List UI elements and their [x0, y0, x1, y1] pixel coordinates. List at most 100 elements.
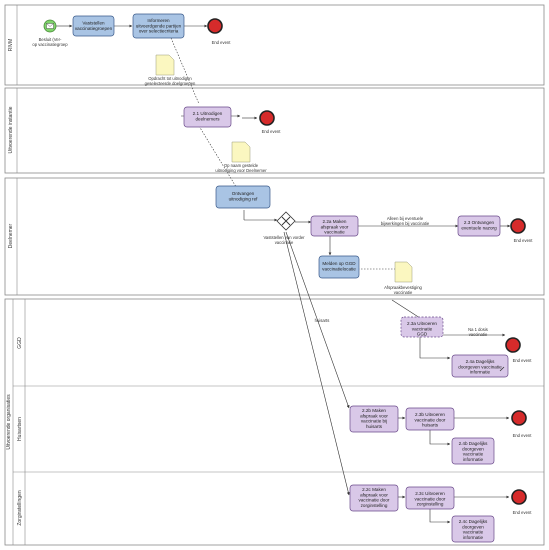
lane-uitvoerende-instantie: Uitvoerende instantie	[4, 87, 545, 174]
text-line: Opdracht tot uitnodigen	[148, 76, 192, 81]
text-line: 2.2a Maken	[322, 219, 346, 224]
text-line: geselecteerde doelgroepen	[145, 81, 196, 86]
end-event-ha-label: End event	[513, 433, 533, 438]
end-event-huisarts	[511, 410, 527, 426]
text-line: huisarts	[422, 423, 439, 428]
text-line: over selectiecriteria	[139, 29, 179, 34]
flow-label-huisarts: huisarts	[315, 318, 330, 323]
lane-label-uitvoerende-instantie: Uitvoerende instantie	[8, 106, 14, 153]
text-line: informatie	[463, 457, 484, 462]
end-event-rivm-label: End event	[212, 40, 232, 45]
start-event	[43, 19, 57, 33]
text-line: doorgeven vaccinatie	[458, 364, 502, 369]
text-line: 2.3c Uitvoeren	[415, 491, 445, 496]
text-line: vaccinatie	[412, 326, 433, 331]
text-line: vaccinatie	[324, 230, 345, 235]
lane-label-deelnemer: Deelnemer	[8, 223, 14, 248]
text-line: 2.4a Dagelijks	[466, 359, 496, 364]
end-event-ui-label: End event	[262, 129, 282, 134]
lane-label-zorginstellingen: Zorginstellingen	[17, 490, 23, 526]
text-line: zorginstelling	[361, 503, 388, 508]
text-line: Op naam gestelde	[224, 163, 259, 168]
text-line: afspraak voor	[360, 413, 388, 418]
text-line: GGD	[417, 332, 428, 337]
lane-uitvoerende-organisaties: Uitvoerende organisaties GGD Huisartsen …	[4, 298, 545, 546]
end-event-deelnemer	[510, 218, 526, 234]
end-event-rivm	[207, 18, 223, 34]
lane-label-uitvoerende-organisaties: Uitvoerende organisaties	[6, 394, 12, 450]
text-line: deelnemers	[195, 116, 220, 121]
text-line: vaccinatielocatie	[322, 266, 356, 271]
text-line: informatie	[463, 535, 484, 540]
text-line: Melden op GGD	[322, 261, 356, 266]
lane-label-huisartsen: Huisartsen	[17, 417, 23, 441]
text-line: uitvoerdgende partijen	[136, 23, 182, 28]
text-line: 2.3a Uitvoeren	[407, 321, 437, 326]
text-line: 2.2c Maken	[362, 487, 386, 492]
text-line: uitnodiging ref	[229, 196, 259, 201]
document-uitnodiging	[231, 141, 251, 163]
text-line: vaccinatie bij	[361, 419, 387, 424]
text-line: doorgeven	[462, 446, 484, 451]
text-line: zorginstelling	[417, 502, 444, 507]
text-line: vaccinatie door	[415, 496, 446, 501]
text-line: afspraak voor	[360, 492, 388, 497]
end-event-deelnemer-label: End event	[514, 238, 534, 243]
lane-label-ggd: GGD	[17, 337, 23, 349]
lane-deelnemer: Deelnemer	[4, 177, 545, 296]
text-line: Vaststellen	[82, 21, 105, 26]
text-line: huisarts	[366, 424, 383, 429]
text-line: 2.2b Maken	[362, 408, 386, 413]
end-event-uitvoerende-instantie	[259, 110, 275, 126]
text-line: vaccinatie	[463, 452, 484, 457]
end-event-zorginstelling	[511, 489, 527, 505]
text-line: Na 1 dosis	[468, 327, 488, 332]
gateway-vaststellen	[276, 211, 296, 231]
end-event-ggd	[505, 337, 521, 353]
text-line: vaccinatiegroepen	[75, 26, 113, 31]
text-line: Afspraakbevestiging	[384, 285, 422, 290]
text-line: eventuele nazorg	[461, 225, 497, 230]
text-line: Vaststellen van vorder	[263, 235, 305, 240]
text-line: Alleen bij eventuele	[387, 216, 424, 221]
text-line: 2.3 Ontvangen	[464, 220, 495, 225]
text-line: op vaccinatiegroep	[32, 42, 68, 47]
text-line: uitnodiging voor Deelnemer	[215, 168, 267, 173]
text-line: vaccinatie	[275, 240, 294, 245]
lane-label-rivm: RIVM	[8, 39, 14, 52]
text-line: afspraak voor	[321, 224, 349, 229]
text-line: Ontvangen	[232, 191, 255, 196]
